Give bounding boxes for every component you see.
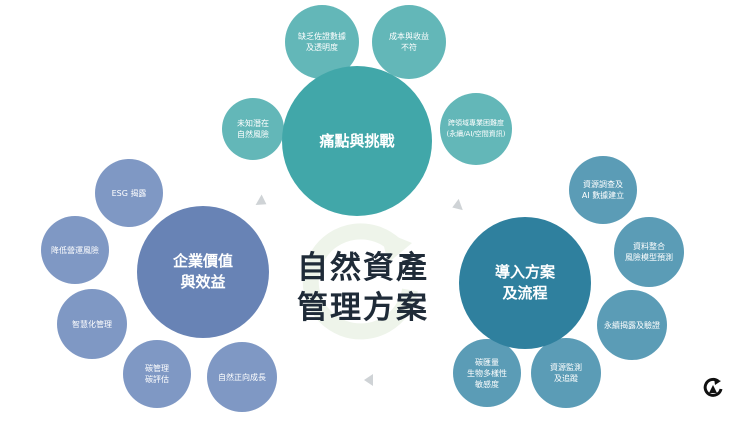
value-item: 智慧化管理: [57, 289, 127, 359]
challenge-item: 跨領域專業困難度 (永續/AI/空間資訊): [440, 93, 512, 165]
process-hub: 導入方案 及流程: [459, 217, 591, 349]
arrow-triangle-icon: [255, 194, 270, 210]
arrow-triangle-icon: [450, 198, 463, 214]
value-item: 碳管理 碳評估: [123, 340, 191, 408]
process-item: 碳匯量 生物多樣性 敏感度: [453, 339, 521, 407]
logo-icon: [703, 377, 723, 397]
process-item: 資源調查及 AI 數據建立: [569, 156, 637, 224]
process-item: 永續揭露及驗證: [597, 290, 667, 360]
value-item: 降低營運風險: [41, 216, 109, 284]
value-hub: 企業價值 與效益: [137, 206, 269, 338]
value-item: ESG 揭露: [95, 159, 163, 227]
arrow-triangle-icon: [364, 374, 373, 386]
challenge-item: 成本與收益 不符: [372, 5, 446, 79]
challenges-hub: 痛點與挑戰: [282, 66, 432, 216]
challenge-item: 缺乏佐證數據 及透明度: [285, 5, 359, 79]
value-item: 自然正向成長: [207, 342, 277, 412]
cycle-arrow-icon: [302, 223, 418, 340]
diagram-title: 自然資產 管理方案: [297, 250, 429, 326]
process-item: 資源監測 及追蹤: [531, 338, 601, 408]
challenge-item: 未知潛在 自然風險: [222, 98, 284, 160]
process-item: 資料整合 風險模型預測: [614, 217, 684, 287]
